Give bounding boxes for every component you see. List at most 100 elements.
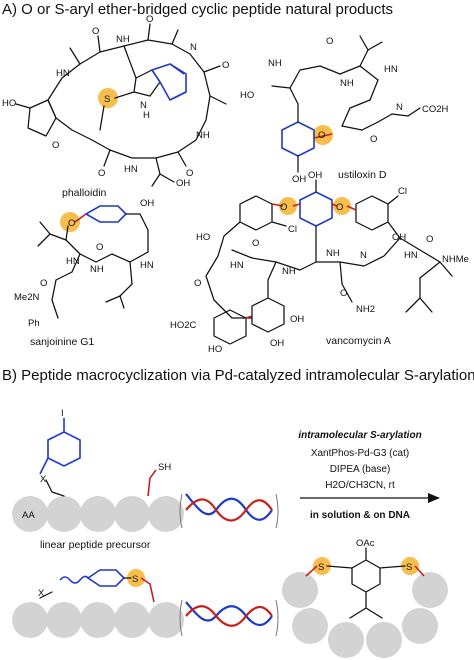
amino-acid-bead bbox=[80, 602, 116, 638]
atom-label: HN bbox=[140, 260, 154, 271]
conditions-footer: in solution & on DNA bbox=[310, 510, 410, 521]
linear-peptide-precursor bbox=[12, 418, 279, 532]
atom-label: HO2C bbox=[170, 320, 197, 331]
atom-label: H bbox=[143, 110, 150, 121]
linker-x-label: X bbox=[38, 588, 45, 599]
amino-acid-bead bbox=[366, 622, 402, 658]
product-in-solution bbox=[282, 547, 448, 658]
iodo-label: I bbox=[61, 408, 64, 419]
amino-acid-bead bbox=[12, 602, 48, 638]
oxygen-highlight bbox=[60, 212, 80, 232]
amino-acid-bead bbox=[412, 572, 448, 608]
atom-label: OH bbox=[308, 170, 322, 181]
dna-strand bbox=[185, 493, 273, 521]
atom-label: O bbox=[96, 242, 103, 253]
atom-label: N bbox=[396, 102, 403, 113]
amino-acid-bead bbox=[114, 496, 150, 532]
atom-label: NH bbox=[282, 266, 296, 277]
linker-x-label: X bbox=[40, 474, 47, 485]
atom-label: Cl bbox=[398, 186, 407, 197]
amino-acid-bead bbox=[12, 496, 48, 532]
atom-label: NH bbox=[116, 34, 130, 45]
start-bead-label: AA bbox=[22, 510, 35, 521]
acetoxy-label: OAc bbox=[356, 538, 375, 549]
amino-acid-bead bbox=[46, 602, 82, 638]
atom-label: N bbox=[140, 100, 147, 111]
section-b-title: B) Peptide macrocyclization via Pd-catal… bbox=[2, 367, 474, 384]
atom-label: HO bbox=[208, 344, 222, 355]
amino-acid-bead bbox=[46, 496, 82, 532]
sanjoinine-g1-structure bbox=[37, 205, 149, 319]
amino-acid-bead bbox=[282, 572, 318, 608]
atom-label: O bbox=[98, 168, 105, 179]
atom-label: Cl bbox=[288, 224, 297, 235]
phalloidin-structure bbox=[15, 23, 227, 187]
atom-label: O bbox=[194, 278, 201, 289]
atom-label: O bbox=[222, 60, 229, 71]
atom-label: O bbox=[280, 202, 287, 213]
oxygen-highlight bbox=[279, 197, 297, 215]
compound-name-vancomycin-a: vancomycin A bbox=[326, 335, 391, 347]
atom-label: Ph bbox=[28, 318, 40, 329]
precursor-label: linear peptide precursor bbox=[40, 539, 151, 551]
sulfur-highlight bbox=[98, 88, 118, 108]
conditions-title: intramolecular S-arylation bbox=[298, 430, 421, 441]
sulfur-highlight bbox=[127, 569, 145, 587]
atom-label: OH bbox=[292, 174, 306, 185]
atom-label: O bbox=[68, 218, 75, 229]
atom-label: N bbox=[190, 42, 197, 53]
atom-label: NH bbox=[268, 58, 282, 69]
atom-label: O bbox=[186, 168, 193, 179]
atom-label: O bbox=[146, 14, 153, 25]
amino-acid-bead bbox=[114, 602, 150, 638]
dna-strand bbox=[185, 605, 273, 627]
atom-label: NH bbox=[196, 130, 210, 141]
atom-label: HN bbox=[384, 64, 398, 75]
atom-label: NH bbox=[326, 248, 340, 259]
atom-label: HN bbox=[66, 256, 80, 267]
atom-label: NHMe bbox=[442, 254, 469, 265]
atom-label: HN bbox=[124, 164, 138, 175]
amino-acid-bead bbox=[148, 496, 184, 532]
atom-label: OH bbox=[290, 314, 304, 325]
vancomycin-a-structure bbox=[205, 179, 453, 345]
atom-label: O bbox=[252, 238, 259, 249]
atom-label: NH2 bbox=[356, 304, 375, 315]
atom-label: O bbox=[336, 202, 343, 213]
atom-label: HO bbox=[2, 98, 16, 109]
atom-label: O bbox=[318, 130, 325, 141]
oxygen-highlight bbox=[333, 197, 351, 215]
atom-label: NH bbox=[340, 78, 354, 89]
conditions-solvent: H2O/CH3CN, rt bbox=[325, 480, 395, 491]
oxygen-highlight bbox=[313, 125, 333, 145]
atom-label: HO bbox=[240, 90, 254, 101]
atom-label: S bbox=[104, 94, 110, 105]
atom-label: OH bbox=[140, 198, 154, 209]
compound-name-phalloidin: phalloidin bbox=[62, 187, 107, 199]
sulfur-label: S bbox=[132, 574, 138, 585]
product-on-dna bbox=[12, 569, 279, 638]
dna-strand bbox=[185, 498, 273, 522]
atom-label: NH bbox=[90, 264, 104, 275]
atom-label: HN bbox=[230, 260, 244, 271]
atom-label: CO2H bbox=[422, 104, 449, 115]
atom-label: N bbox=[360, 250, 367, 261]
atom-label: O bbox=[52, 140, 59, 151]
sulfur-highlight bbox=[313, 557, 331, 575]
thiol-label: SH bbox=[158, 462, 171, 473]
atom-label: HN bbox=[56, 68, 70, 79]
atom-label: HO bbox=[196, 232, 210, 243]
sulfur-label: S bbox=[318, 562, 324, 573]
atom-label: HN bbox=[404, 250, 418, 261]
compound-name-ustiloxin-d: ustiloxin D bbox=[338, 169, 387, 181]
ustiloxin-d-structure bbox=[271, 35, 421, 173]
amino-acid-bead bbox=[402, 608, 438, 644]
atom-label: O bbox=[92, 26, 99, 37]
atom-label: O bbox=[340, 288, 347, 299]
atom-label: Me2N bbox=[14, 292, 39, 303]
atom-label: O bbox=[370, 134, 377, 145]
amino-acid-bead bbox=[328, 622, 364, 658]
conditions-catalyst: XantPhos-Pd-G3 (cat) bbox=[311, 448, 409, 459]
section-a-title: A) O or S-aryl ether-bridged cyclic pept… bbox=[2, 1, 393, 18]
